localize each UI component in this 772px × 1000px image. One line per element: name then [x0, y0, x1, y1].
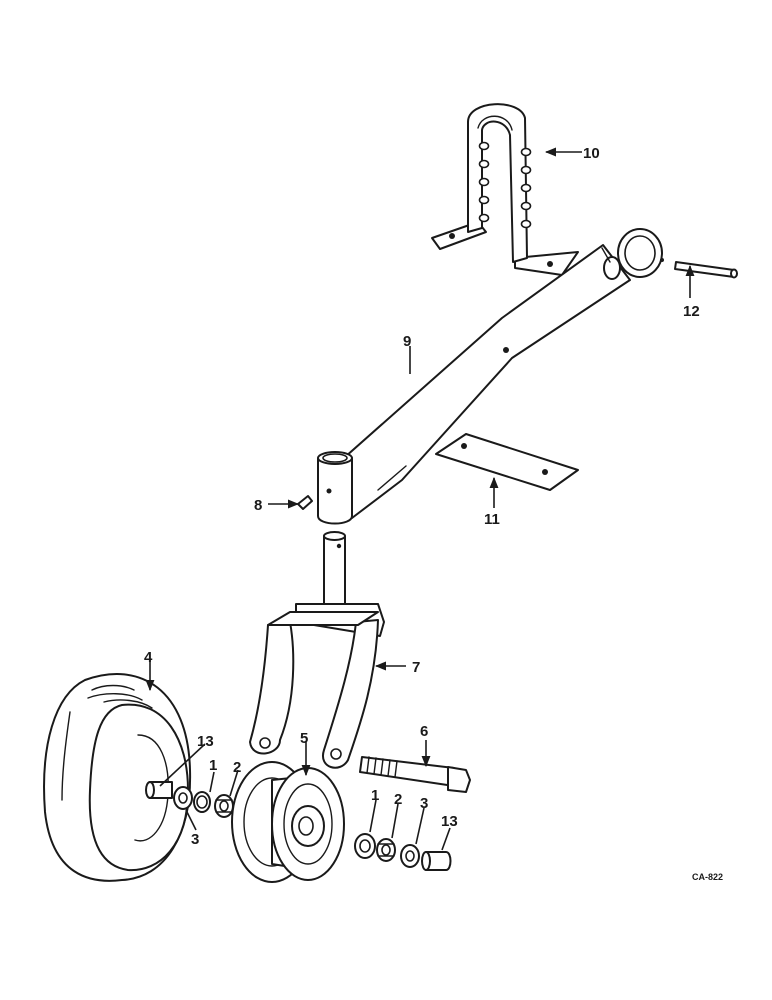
- pin-part: [674, 261, 738, 279]
- leader-lines: [145, 147, 695, 851]
- callout-6: 6: [420, 723, 428, 740]
- left-small-parts: [173, 786, 234, 818]
- callout-12: 12: [683, 303, 700, 320]
- plate-part: [435, 433, 579, 491]
- callout-7: 7: [412, 659, 420, 676]
- callout-13-right: 13: [441, 813, 458, 830]
- callout-10: 10: [583, 145, 600, 162]
- tire-part: [43, 673, 192, 882]
- u-bracket-part: [431, 103, 579, 276]
- callout-2-right: 2: [394, 791, 402, 808]
- callout-3-right: 3: [420, 795, 428, 812]
- callout-13-left: 13: [197, 733, 214, 750]
- wheel-hub-part: [231, 761, 345, 883]
- callout-5: 5: [300, 730, 308, 747]
- figure-code: CA-822: [692, 872, 723, 882]
- arm-hub-part: [317, 451, 353, 525]
- callout-9: 9: [403, 333, 411, 350]
- callout-2-left: 2: [233, 759, 241, 776]
- callout-labels: 10 12 9 8 11 7 4 6 5 13 1 2 3 1 2 3 13: [144, 145, 700, 848]
- arm-tube-part: [335, 228, 664, 519]
- callout-11: 11: [484, 511, 500, 528]
- cotter-pin-part: [297, 495, 313, 510]
- callout-1-right: 1: [371, 787, 379, 804]
- callout-8: 8: [254, 497, 262, 514]
- callout-3-left: 3: [191, 831, 199, 848]
- callout-1-left: 1: [209, 757, 217, 774]
- callout-4: 4: [144, 649, 153, 666]
- bolt-part: [359, 756, 471, 793]
- fork-part: [249, 531, 385, 769]
- right-small-parts: [354, 833, 452, 871]
